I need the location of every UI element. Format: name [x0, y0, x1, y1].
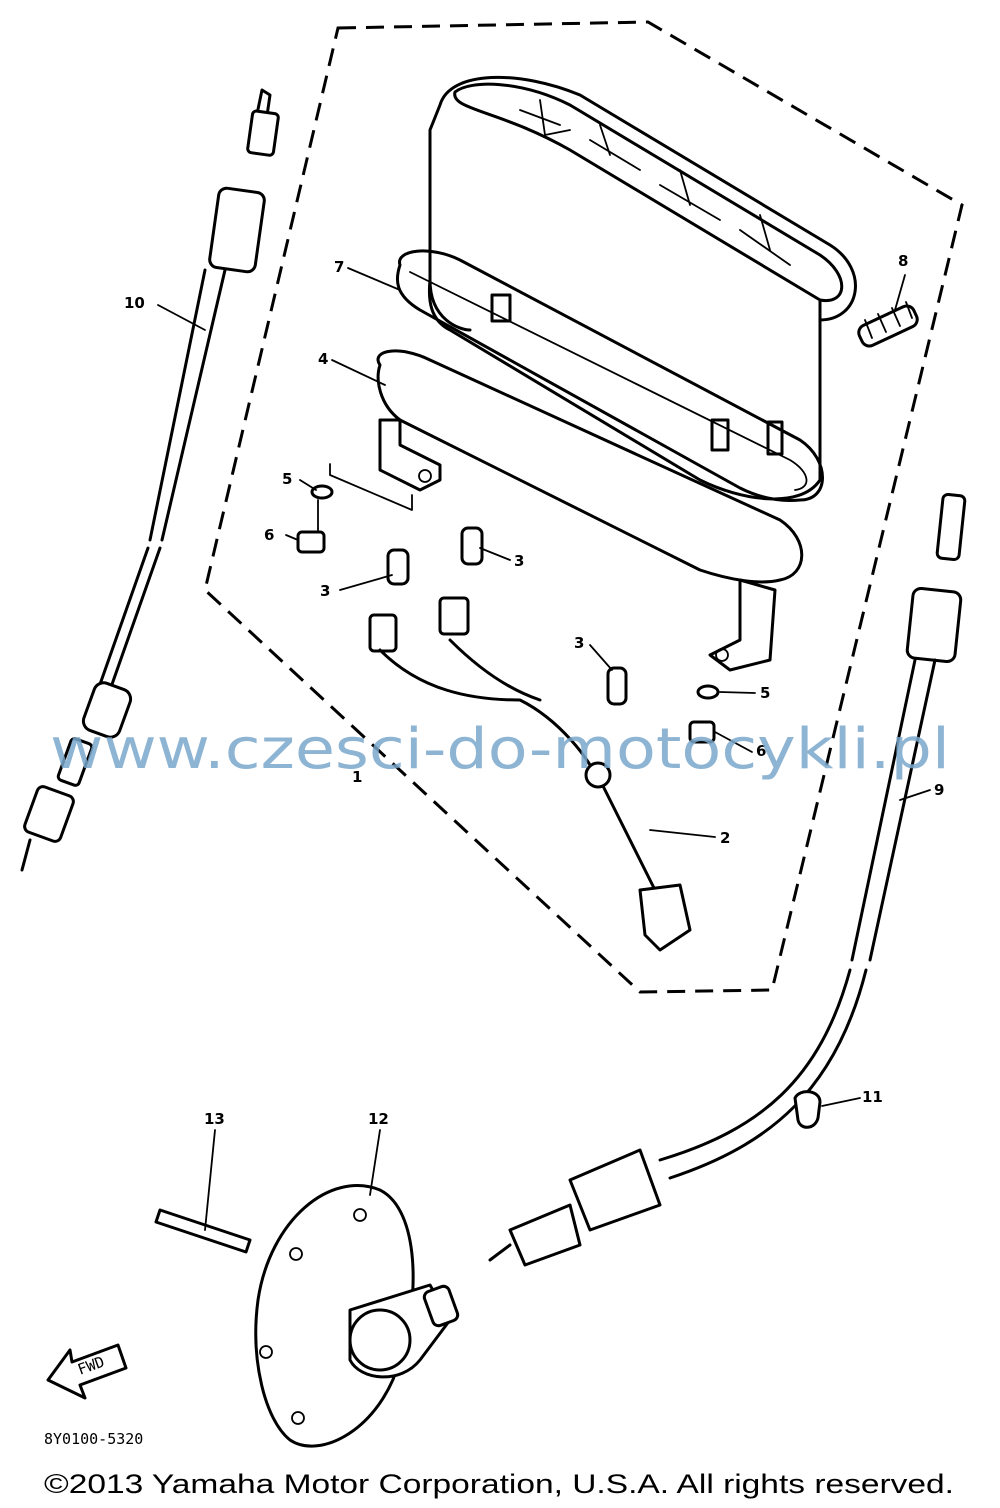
part-label-10: 10 — [124, 294, 145, 312]
cable-clamp — [793, 1090, 822, 1129]
part-label-3-b: 3 — [514, 552, 524, 570]
part-label-9: 9 — [934, 781, 944, 799]
drive-pin — [154, 1208, 252, 1254]
meter-housing — [427, 75, 857, 501]
part-label-2: 2 — [720, 829, 730, 847]
wire-harness — [378, 638, 692, 952]
part-label-7: 7 — [334, 258, 344, 276]
speedometer-cable — [488, 493, 967, 1267]
part-label-6-b: 6 — [756, 742, 766, 760]
part-label-3-a: 3 — [320, 582, 330, 600]
part-label-5-a: 5 — [282, 470, 292, 488]
part-label-4: 4 — [318, 350, 328, 368]
part-label-12: 12 — [368, 1110, 389, 1128]
part-label-8: 8 — [898, 252, 908, 270]
part-label-6-a: 6 — [264, 526, 274, 544]
washers-and-nuts — [296, 463, 720, 744]
meter-gear-unit — [254, 1184, 460, 1448]
part-label-3-c: 3 — [574, 634, 584, 652]
forward-arrow-icon: FWD — [46, 1343, 128, 1400]
leader-lines — [157, 267, 931, 1231]
diagram-code: 8Y0100-5320 — [44, 1430, 143, 1448]
assembly-dashed-outline — [203, 20, 964, 994]
part-label-13: 13 — [204, 1110, 225, 1128]
reset-knob — [857, 301, 919, 348]
tachometer-cable — [20, 88, 280, 872]
watermark-text: www.czesci-do-motocykli.pl — [50, 717, 950, 782]
gasket-ring — [396, 249, 824, 502]
part-label-5-b: 5 — [760, 684, 770, 702]
bulb-sockets — [368, 526, 628, 706]
gasket-inner-line — [409, 271, 808, 491]
meter-bracket — [376, 349, 804, 672]
copyright-text: ©2013 Yamaha Motor Corporation, U.S.A. A… — [44, 1469, 954, 1499]
part-label-1: 1 — [352, 768, 362, 786]
part-label-11: 11 — [862, 1088, 883, 1106]
